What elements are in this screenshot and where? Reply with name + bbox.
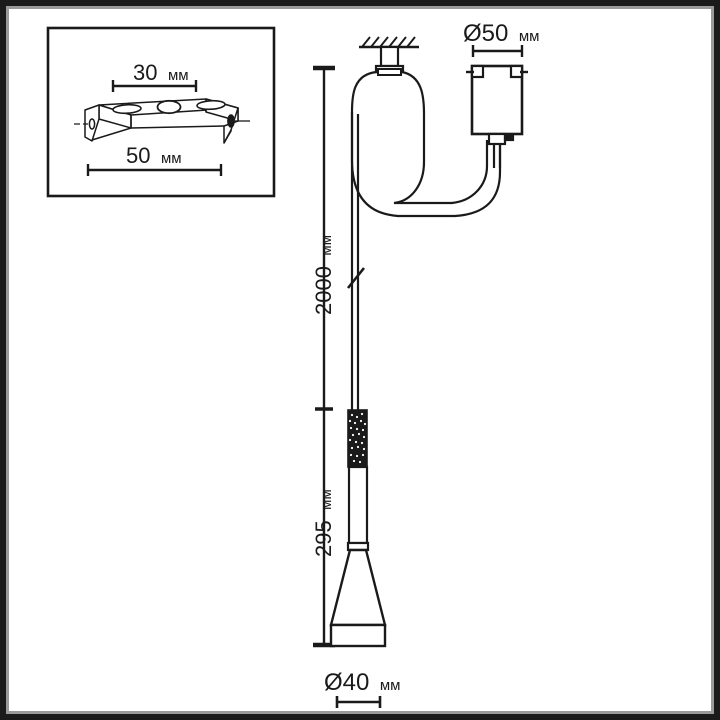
label-bracket-inner-width-unit: мм bbox=[167, 67, 189, 84]
label-bracket-outer-width-unit: мм bbox=[160, 150, 182, 167]
dimension-line-d40mm bbox=[335, 696, 382, 708]
label-fixture-height-value: 295 bbox=[311, 520, 336, 557]
cable-break-symbol bbox=[346, 267, 366, 289]
label-suspension-length-unit: мм bbox=[318, 234, 335, 256]
shade-base bbox=[329, 623, 387, 648]
bracket-slot-left bbox=[112, 103, 142, 115]
label-bracket-inner-width-value: 30 bbox=[133, 60, 158, 85]
label-canopy-diameter: Ø50 мм bbox=[463, 22, 539, 46]
body-tube bbox=[346, 465, 370, 552]
cable-loop bbox=[350, 70, 502, 218]
label-shade-diameter: Ø40 мм bbox=[324, 671, 400, 695]
suspension-cable bbox=[350, 112, 360, 410]
driver-cable bbox=[492, 144, 502, 168]
label-canopy-diameter-unit: мм bbox=[518, 28, 540, 45]
bracket-center-axis bbox=[74, 120, 250, 125]
bracket-slot-right bbox=[196, 99, 226, 111]
driver-outlet bbox=[487, 132, 515, 146]
label-bracket-outer-width: 50 мм bbox=[126, 145, 182, 167]
diffuser-textured bbox=[347, 409, 368, 468]
bracket-center-hole bbox=[156, 99, 182, 115]
label-bracket-inner-width: 30 мм bbox=[133, 62, 189, 84]
bracket-flange-hole-right bbox=[227, 114, 235, 128]
dimension-line-30mm bbox=[111, 80, 198, 92]
label-canopy-diameter-value: Ø50 bbox=[463, 20, 509, 47]
dimension-line-50mm bbox=[86, 164, 223, 176]
label-fixture-height-unit: мм bbox=[318, 489, 335, 510]
cone-shade bbox=[329, 548, 387, 627]
label-bracket-outer-width-value: 50 bbox=[126, 143, 151, 168]
label-suspension-length-value: 2000 bbox=[311, 266, 336, 315]
cable-loop-connector bbox=[377, 68, 402, 76]
ceiling-hatch bbox=[359, 36, 419, 49]
dimension-line-d50mm bbox=[471, 45, 524, 57]
bracket-detail-inset bbox=[46, 26, 276, 198]
bracket-flange-hole-left bbox=[88, 118, 96, 130]
overall-dimension-line bbox=[313, 65, 335, 648]
label-fixture-height: 295 мм bbox=[311, 489, 336, 557]
label-suspension-length: 2000 мм bbox=[311, 234, 336, 315]
label-shade-diameter-unit: мм bbox=[379, 677, 401, 694]
label-shade-diameter-value: Ø40 bbox=[324, 669, 370, 696]
